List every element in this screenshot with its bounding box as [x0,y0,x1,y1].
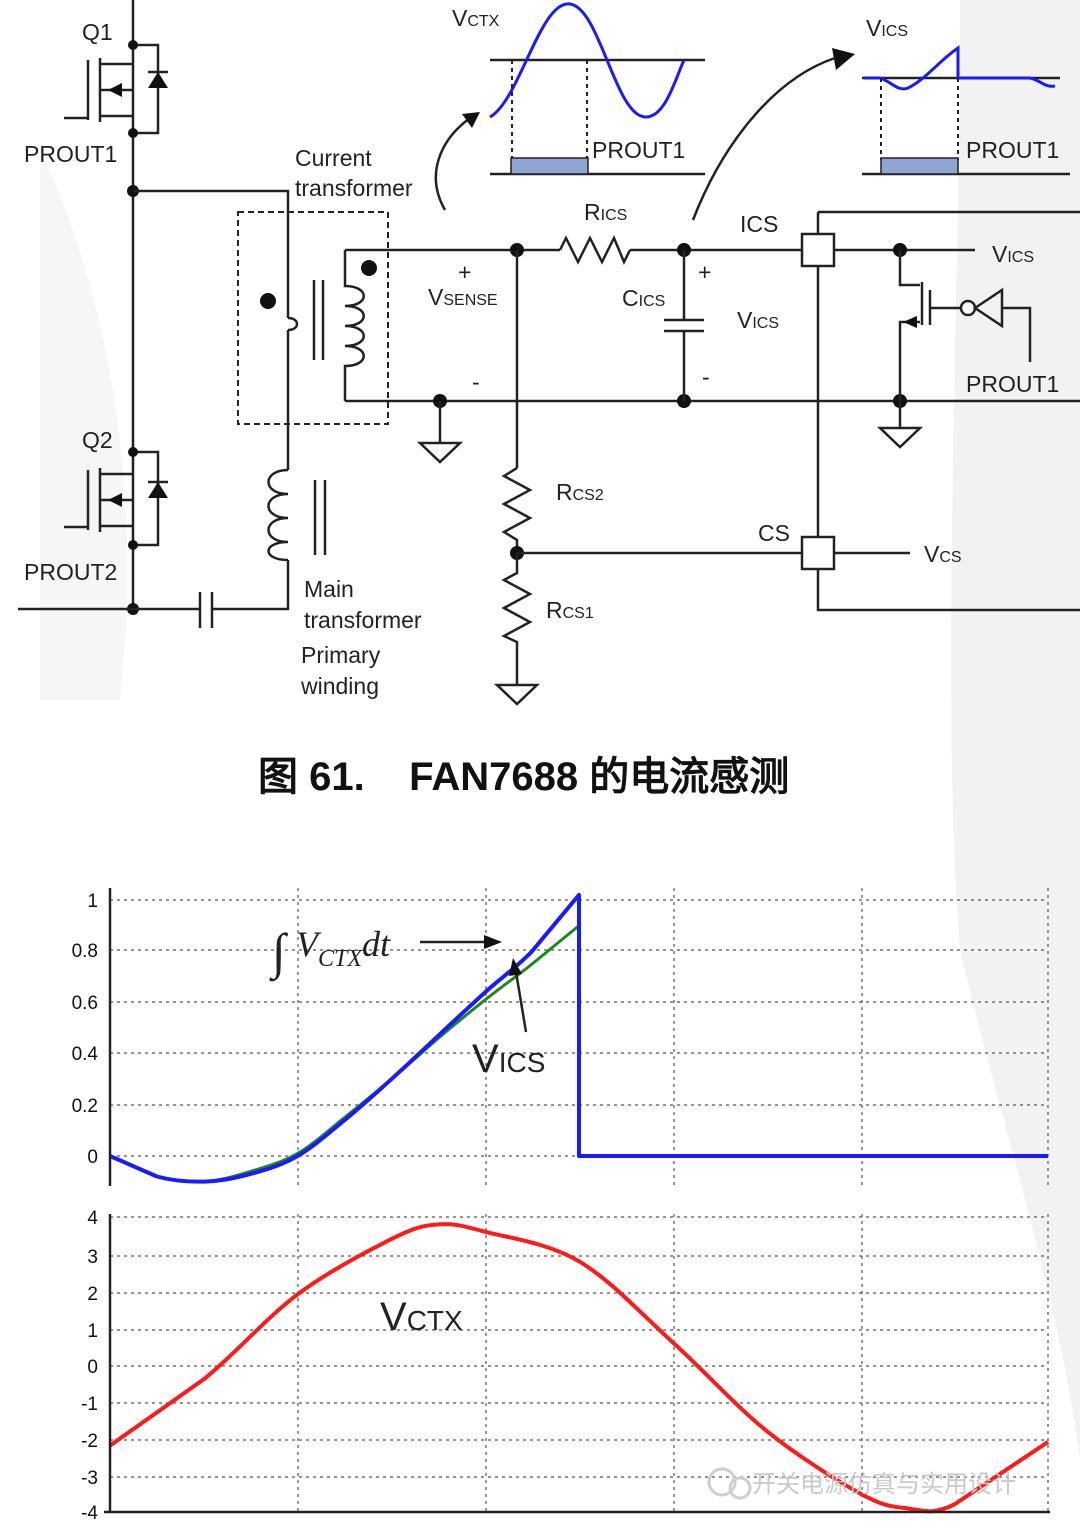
inset-vctx-pulse-label: PROUT1 [592,137,685,163]
y-tick-label: 1 [87,891,98,912]
q1-mosfet [64,40,168,138]
y-tick-label: 4 [87,1208,98,1229]
prout1-switch-label: PROUT1 [966,371,1059,397]
inset-vics-wave [864,45,1056,91]
current-transformer-label-2: transformer [295,175,413,201]
y-tick-label: 0 [87,1147,98,1168]
cs-pin-label: CS [758,520,790,546]
y-tick-label: 0 [87,1357,98,1378]
rcs2-label: RCS2 [556,479,604,505]
vsense-minus: - [472,369,480,395]
rcs1-resistor [501,553,533,685]
y-tick-label: 2 [87,1284,98,1305]
q2-gate-label: PROUT2 [24,559,117,585]
current-transformer-label-1: Current [295,145,372,171]
y-tick-label: -2 [81,1431,98,1452]
ics-pin-box [800,232,836,268]
internal-switch-mosfet [876,250,1032,449]
y-tick-label: 0.8 [72,941,98,962]
y-tick-label: -3 [81,1468,98,1489]
q2-mosfet [64,447,168,550]
inset-vctx-title: VCTX [452,5,500,31]
background-shapes [40,0,1080,1460]
rcs1-label: RCS1 [546,597,594,623]
cs-pin-box [800,535,836,571]
vsense-label: VSENSE [428,284,498,310]
series-line-blue [109,892,1048,1184]
y-tick-label: 0.6 [72,993,98,1014]
ics-pin-label: ICS [740,211,778,237]
q1-label: Q1 [82,19,113,45]
vics-plus: + [698,259,711,285]
main-transformer-coil [267,468,327,562]
y-tick-label: -4 [81,1503,98,1524]
q1-gate-label: PROUT1 [24,141,117,167]
inset-vics-pulse [880,157,959,175]
rcs2-resistor [501,466,533,553]
watermark: 开关电源仿真与实用设计 [707,1467,1016,1500]
q2-label: Q2 [82,427,113,453]
vsense-plus: + [458,259,471,285]
main-transformer-label-2: transformer [304,607,422,633]
y-tick-label: 0.4 [72,1044,99,1065]
y-tick-label: 0.2 [72,1096,98,1117]
inset-vctx-pulse [510,157,589,175]
vics-right-label: VICS [992,241,1034,267]
vics-annotation: VICS [472,1037,545,1081]
vics-mid-label: VICS [737,307,779,333]
main-transformer-label-1: Main [304,576,354,602]
y-tick-label: 3 [87,1247,98,1268]
integral-symbol: ∫ [269,923,289,982]
inset-vics-pulse-label: PROUT1 [966,137,1059,163]
inset-vics-title: VICS [866,15,908,41]
figure-caption: 图 61. FAN7688 的电流感测 [258,755,789,799]
vctx-annotation: VCTX [380,1295,463,1339]
series-line-red [108,1222,1050,1514]
y-tick-label: 1 [87,1321,98,1342]
vics-minus: - [702,364,710,390]
chart-integral-vics: 1 0.8 0.6 0.4 0.2 0 ∫ VCTXdt VICS [72,888,1049,1186]
current-transformer [237,211,389,425]
circuit-schematic: Q1 Q2 PROUT1 PROUT2 Current transformer … [18,0,1080,706]
y-tick-label: -1 [81,1394,98,1415]
inset-vics: VICS PROUT1 [862,15,1070,176]
rics-label: RICS [584,199,627,225]
rics-resistor [558,234,632,266]
watermark-text: 开关电源仿真与实用设计 [752,1471,1016,1498]
inset-vctx: VCTX PROUT1 [452,2,705,176]
cics-label: CICS [622,285,665,311]
chart-vctx: 4 3 2 1 0 -1 -2 -3 -4 VCTX [81,1208,1050,1524]
inset-vctx-wave [489,2,686,119]
capacitor-series [198,592,214,628]
main-transformer-label-3: Primary [301,642,381,668]
main-transformer-label-4: winding [300,673,379,699]
vcs-label: VCS [924,541,962,567]
cics-capacitor [664,250,704,401]
integral-annotation: VCTXdt [296,924,391,972]
